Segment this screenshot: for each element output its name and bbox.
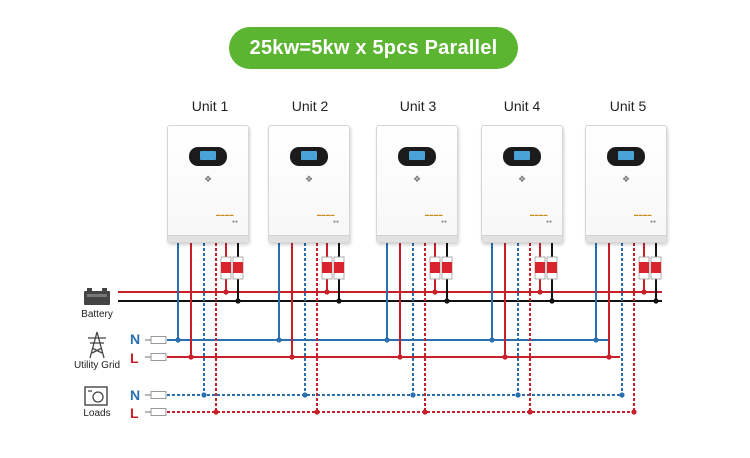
power-tower-icon xyxy=(88,331,106,359)
junction-dot xyxy=(410,392,416,398)
unit-label: Unit 1 xyxy=(191,98,229,114)
utility-grid-label: Utility Grid xyxy=(73,360,121,371)
inverter-unit: ❖ ▬▬▬▬ ●● xyxy=(268,125,350,243)
ce-mark-icon: ●● xyxy=(332,219,339,225)
breaker-toggle xyxy=(322,262,332,273)
appliance-icon xyxy=(84,386,108,406)
breaker-toggle xyxy=(233,262,243,273)
lcd-display xyxy=(290,147,328,166)
breaker-toggle xyxy=(651,262,661,273)
junction-dot xyxy=(276,337,282,343)
battery-label: Battery xyxy=(81,309,113,320)
junction-dot xyxy=(444,298,450,304)
junction-dot xyxy=(537,289,543,295)
junction-dot xyxy=(527,409,533,415)
inverter-base xyxy=(269,235,349,242)
junction-dot xyxy=(314,409,320,415)
ce-mark-icon: ●● xyxy=(231,219,238,225)
brand-mark: ▬▬▬▬ xyxy=(634,212,652,217)
junction-dot xyxy=(302,392,308,398)
junction-dot xyxy=(188,354,194,360)
inverter-base xyxy=(168,235,248,242)
brand-mark: ▬▬▬▬ xyxy=(425,212,443,217)
inverter-unit: ❖ ▬▬▬▬ ●● xyxy=(376,125,458,243)
breaker-toggle xyxy=(535,262,545,273)
unit-label: Unit 2 xyxy=(291,98,329,114)
inverter-base xyxy=(482,235,562,242)
lcd-display xyxy=(503,147,541,166)
brand-mark: ▬▬▬▬ xyxy=(317,212,335,217)
junction-dot xyxy=(235,298,241,304)
load-neutral-label: N xyxy=(130,387,141,403)
lcd-display xyxy=(398,147,436,166)
junction-dot xyxy=(336,298,342,304)
breaker-toggle xyxy=(430,262,440,273)
terminal-block xyxy=(150,408,167,416)
terminal-block xyxy=(150,391,167,399)
junction-dot xyxy=(324,289,330,295)
load-live-label: L xyxy=(130,405,139,421)
brand-mark: ▬▬▬▬ xyxy=(530,212,548,217)
brand-mark: ▬▬▬▬ xyxy=(216,212,234,217)
breaker-toggle xyxy=(442,262,452,273)
junction-dot xyxy=(631,409,637,415)
lcd-display xyxy=(607,147,645,166)
junction-dot xyxy=(397,354,403,360)
junction-dot xyxy=(489,337,495,343)
unit-label: Unit 4 xyxy=(503,98,541,114)
unit-label: Unit 5 xyxy=(609,98,647,114)
diagram-title: 25kw=5kw x 5pcs Parallel xyxy=(229,27,518,69)
junction-dot xyxy=(201,392,207,398)
brand-logo-icon: ❖ xyxy=(413,174,422,184)
junction-dot xyxy=(606,354,612,360)
breaker-toggle xyxy=(639,262,649,273)
grid-neutral-label: N xyxy=(130,331,141,347)
lcd-display xyxy=(189,147,227,166)
junction-dot xyxy=(223,289,229,295)
junction-dot xyxy=(619,392,625,398)
junction-dot xyxy=(175,337,181,343)
junction-dot xyxy=(641,289,647,295)
brand-logo-icon: ❖ xyxy=(518,174,527,184)
terminal-block xyxy=(150,353,167,361)
breaker-toggle xyxy=(547,262,557,273)
junction-dot xyxy=(432,289,438,295)
junction-dot xyxy=(289,354,295,360)
brand-logo-icon: ❖ xyxy=(204,174,213,184)
inverter-base xyxy=(586,235,666,242)
battery-icon xyxy=(84,288,110,305)
junction-dot xyxy=(502,354,508,360)
breaker-toggle xyxy=(334,262,344,273)
ce-mark-icon: ●● xyxy=(649,219,656,225)
junction-dot xyxy=(653,298,659,304)
junction-dot xyxy=(384,337,390,343)
grid-live-label: L xyxy=(130,350,139,366)
ce-mark-icon: ●● xyxy=(545,219,552,225)
junction-dot xyxy=(515,392,521,398)
unit-label: Unit 3 xyxy=(399,98,437,114)
inverter-base xyxy=(377,235,457,242)
terminal-block xyxy=(150,336,167,344)
junction-dot xyxy=(593,337,599,343)
inverter-unit: ❖ ▬▬▬▬ ●● xyxy=(585,125,667,243)
breaker-toggle xyxy=(221,262,231,273)
junction-dot xyxy=(549,298,555,304)
brand-logo-icon: ❖ xyxy=(622,174,631,184)
inverter-unit: ❖ ▬▬▬▬ ●● xyxy=(481,125,563,243)
ce-mark-icon: ●● xyxy=(440,219,447,225)
junction-dot xyxy=(213,409,219,415)
inverter-unit: ❖ ▬▬▬▬ ●● xyxy=(167,125,249,243)
brand-logo-icon: ❖ xyxy=(305,174,314,184)
junction-dot xyxy=(422,409,428,415)
loads-label: Loads xyxy=(83,408,111,419)
